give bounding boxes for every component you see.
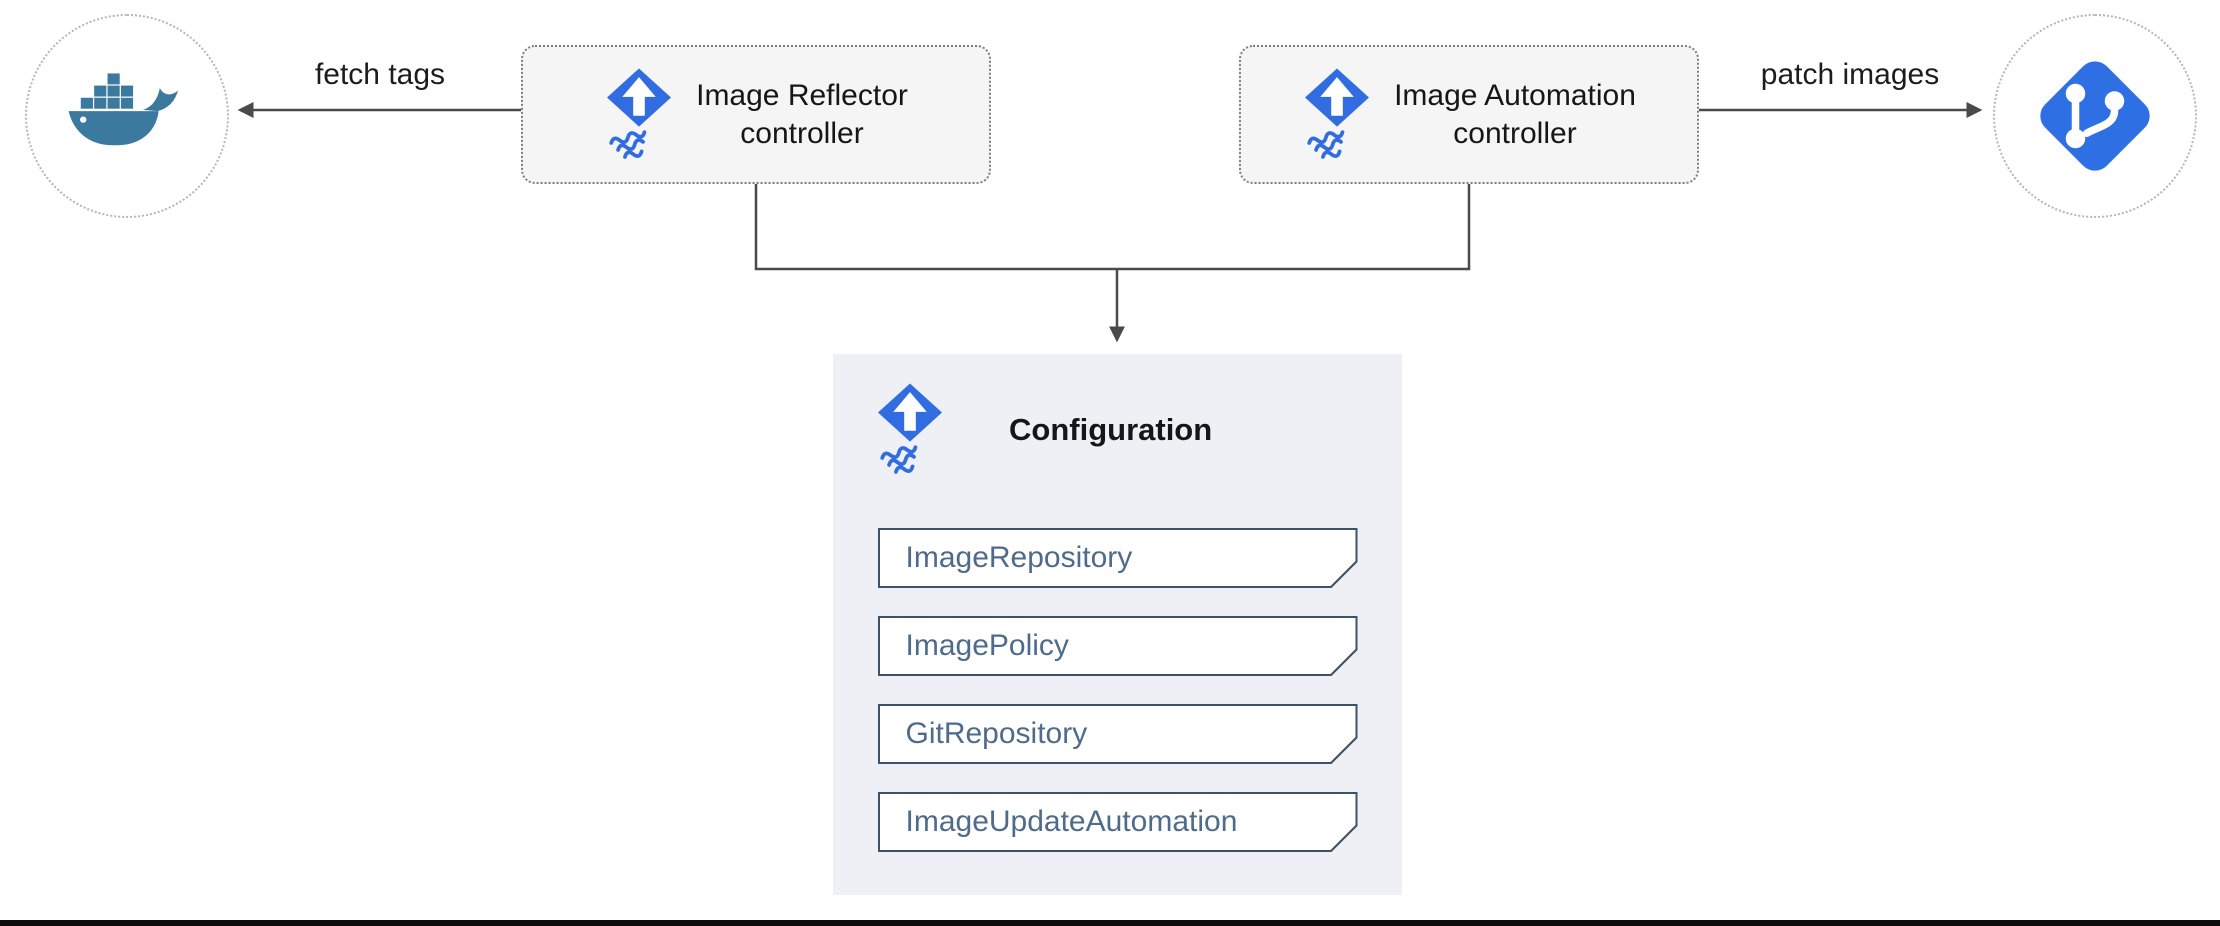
label-line-2: controller (1453, 116, 1577, 150)
config-item-label: ImageRepository (905, 541, 1133, 574)
flux-icon (875, 382, 945, 478)
configuration-items: ImageRepository ImagePolicy GitRepositor… (878, 528, 1358, 852)
config-item-box: ImageUpdateAutomation (880, 794, 1356, 850)
patch-images-label: patch images (1760, 58, 1940, 91)
config-item-box: ImageRepository (880, 530, 1356, 586)
bottom-edge-bar (0, 920, 2220, 926)
image-reflector-controller-label: Image Reflector controller (696, 77, 908, 152)
config-item-imageupdateautomation: ImageUpdateAutomation (878, 792, 1358, 852)
configuration-panel: Configuration ImageRepository ImagePolic… (833, 354, 1402, 895)
configuration-header: Configuration (833, 354, 1402, 478)
flux-icon (1302, 67, 1372, 163)
git-repository-node (1993, 14, 2197, 218)
config-item-imagepolicy: ImagePolicy (878, 616, 1358, 676)
flux-icon (604, 67, 674, 163)
label-line-2: controller (740, 116, 864, 150)
label-line-1: Image Automation (1394, 79, 1636, 112)
config-item-box: ImagePolicy (880, 618, 1356, 674)
git-icon (2020, 41, 2170, 191)
config-item-imagerepository: ImageRepository (878, 528, 1358, 588)
configuration-title: Configuration (1009, 412, 1213, 447)
config-item-box: GitRepository (880, 706, 1356, 762)
controllers-junction-line (754, 184, 1471, 271)
label-line-1: Image Reflector (696, 79, 908, 112)
fetch-tags-label: fetch tags (314, 58, 446, 91)
image-automation-controller-label: Image Automation controller (1394, 77, 1636, 152)
config-item-gitrepository: GitRepository (878, 704, 1358, 764)
image-reflector-controller-node: Image Reflector controller (521, 45, 991, 184)
docker-registry-node (25, 14, 229, 218)
config-item-label: GitRepository (905, 717, 1088, 750)
image-automation-controller-node: Image Automation controller (1239, 45, 1699, 184)
config-item-label: ImageUpdateAutomation (905, 805, 1238, 838)
docker-whale-icon (66, 71, 188, 161)
config-item-label: ImagePolicy (905, 629, 1069, 662)
